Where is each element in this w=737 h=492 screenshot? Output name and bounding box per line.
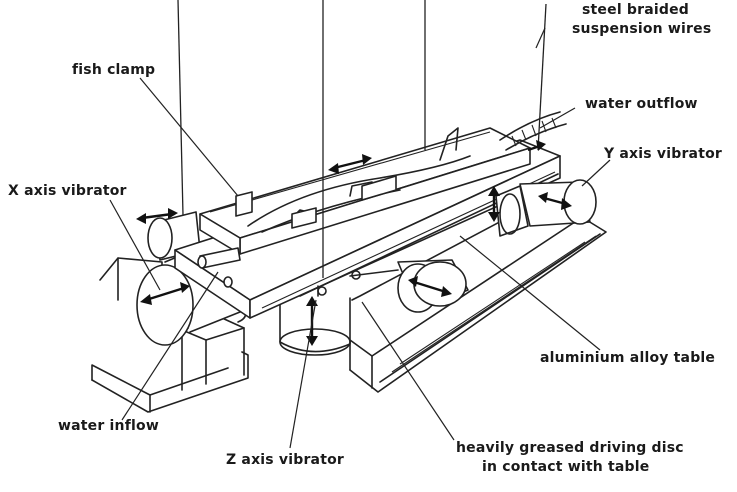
label-z-axis-vibrator: Z axis vibrator: [226, 452, 345, 468]
z-axis-vibrator-cylinder: [279, 297, 351, 356]
label-greased-disc-1: heavily greased driving disc: [456, 440, 684, 456]
vibration-arrows: [136, 140, 572, 346]
label-x-axis-vibrator: X axis vibrator: [8, 183, 127, 199]
label-water-outflow: water outflow: [585, 96, 698, 112]
y-axis-vibrator-cylinder: [495, 179, 597, 237]
outflow-hose: [499, 111, 567, 151]
label-fish-clamp: fish clamp: [72, 62, 156, 78]
label-steel-wires-1: steel braided: [582, 2, 689, 18]
label-greased-disc-2: in contact with table: [482, 459, 650, 475]
aluminium-table-body: [174, 127, 561, 319]
right-rail-base: [349, 189, 607, 393]
inflow-tubes: [197, 247, 327, 297]
label-water-inflow: water inflow: [58, 418, 159, 434]
label-steel-wires-2: suspension wires: [572, 21, 712, 37]
leader-lines: [109, 27, 611, 449]
x-axis-vibrator-cylinder: [136, 211, 247, 346]
label-aluminium-table: aluminium alloy table: [540, 350, 716, 366]
driving-disc-cylinder: [349, 259, 469, 313]
label-y-axis-vibrator: Y axis vibrator: [604, 146, 723, 162]
